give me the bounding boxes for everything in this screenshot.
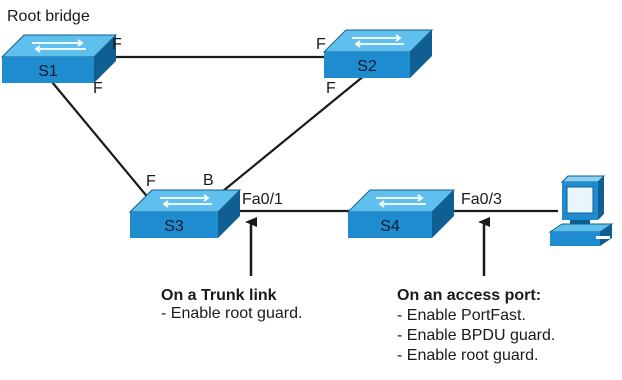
port-role-s1-down: F: [93, 80, 103, 97]
interface-label-fa0-3: Fa0/3: [461, 191, 502, 208]
trunk-note: On a Trunk link - Enable root guard.: [161, 287, 302, 323]
link-s2-s3: [211, 74, 366, 201]
arrows-icon: [376, 194, 426, 208]
arrows-icon: [352, 34, 404, 48]
port-role-s3-left: F: [146, 173, 156, 190]
arrows-icon: [160, 194, 212, 208]
trunk-note-title: On a Trunk link: [161, 287, 277, 304]
switch-label-s2: S2: [357, 58, 377, 75]
interface-label-fa0-1: Fa0/1: [242, 191, 283, 208]
access-note-line: - Enable root guard.: [397, 347, 539, 364]
switch-label-s3: S3: [164, 218, 184, 235]
switch-s2: S2: [322, 29, 434, 78]
access-note: On an access port: - Enable PortFast. - …: [397, 287, 555, 365]
port-role-s1-right: F: [112, 36, 122, 53]
arrows-icon: [32, 39, 86, 53]
access-note-line: - Enable BPDU guard.: [397, 327, 556, 344]
pc-icon: [548, 175, 614, 246]
links: [51, 55, 558, 213]
root-bridge-label: Root bridge: [7, 8, 90, 25]
trunk-note-line: - Enable root guard.: [161, 305, 303, 322]
switch-label-s1: S1: [38, 63, 58, 80]
access-note-line: - Enable PortFast.: [397, 307, 526, 324]
port-role-s2-left: F: [316, 36, 326, 53]
switch-s1: S1: [0, 34, 118, 83]
switch-s3: S3: [128, 189, 242, 238]
switch-label-s4: S4: [380, 218, 400, 235]
access-note-title: On an access port:: [397, 287, 542, 304]
switch-s4: S4: [346, 189, 456, 238]
port-role-s2-down: F: [326, 80, 336, 97]
port-role-s3-up: B: [203, 172, 214, 189]
link-s1-s3: [51, 81, 151, 201]
